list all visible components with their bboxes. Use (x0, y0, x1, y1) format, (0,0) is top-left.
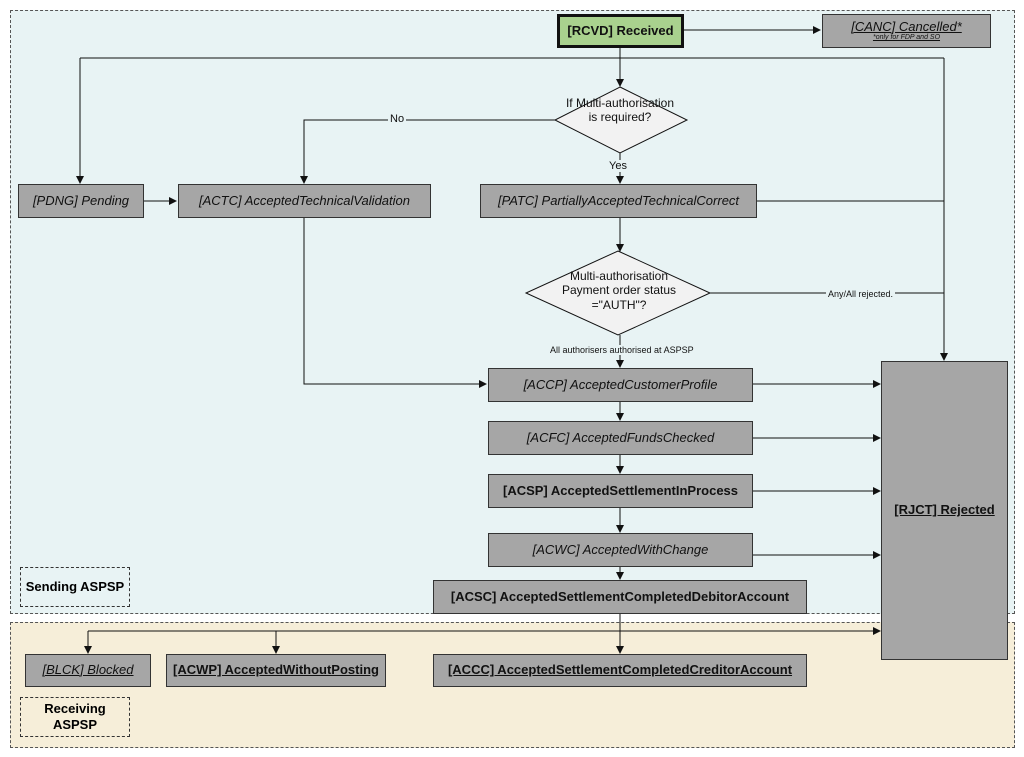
decision-multi-auth-status (524, 250, 712, 336)
node-acsc-label: [ACSC] AcceptedSettlementCompletedDebito… (450, 588, 790, 604)
decision-multi-auth-required-text: If Multi-authorisation is required? (565, 96, 675, 125)
sending-aspsp-region (10, 10, 1015, 614)
node-received: [RCVD] Received (557, 14, 684, 48)
node-acwp-label: [ACWP] AcceptedWithoutPosting (173, 662, 379, 678)
node-accc-label: [ACCC] AcceptedSettlementCompletedCredit… (447, 662, 793, 678)
edge-label-authorised: All authorisers authorised at ASPSP (550, 345, 694, 355)
node-accepted-funds-checked: [ACFC] AcceptedFundsChecked (488, 421, 753, 455)
node-acfc-label: [ACFC] AcceptedFundsChecked (526, 429, 715, 445)
node-partially-accepted-technical-correct: [PATC] PartiallyAcceptedTechnicalCorrect (480, 184, 757, 218)
edge-label-yes: Yes (609, 160, 627, 172)
node-accepted-settlement-in-process: [ACSP] AcceptedSettlementInProcess (488, 474, 753, 508)
node-patc-label: [PATC] PartiallyAcceptedTechnicalCorrect (497, 192, 740, 208)
edge-actc-accp (303, 218, 487, 388)
decision-multi-auth-required (553, 86, 689, 154)
node-accepted-customer-profile: [ACCP] AcceptedCustomerProfile (488, 368, 753, 402)
node-accepted-with-change: [ACWC] AcceptedWithChange (488, 533, 753, 567)
node-acwc-label: [ACWC] AcceptedWithChange (532, 541, 709, 557)
node-cancelled-note: *only for FDP and SO (872, 34, 941, 42)
edge-label-rejected: Any/All rejected. (826, 289, 896, 299)
receiving-aspsp-label: Receiving ASPSP (20, 697, 130, 737)
decision-multi-auth-status-text: Multi-authorisation Payment order status… (561, 269, 677, 312)
node-cancelled-label: [CANC] Cancelled* (851, 18, 962, 34)
node-accp-label: [ACCP] AcceptedCustomerProfile (523, 376, 718, 392)
node-accepted-without-posting: [ACWP] AcceptedWithoutPosting (166, 654, 386, 687)
node-cancelled: [CANC] Cancelled* *only for FDP and SO (822, 14, 991, 48)
node-pending: [PDNG] Pending (18, 184, 144, 218)
node-accepted-settlement-completed-debitor: [ACSC] AcceptedSettlementCompletedDebito… (433, 580, 807, 614)
node-accepted-settlement-completed-creditor: [ACCC] AcceptedSettlementCompletedCredit… (433, 654, 807, 687)
node-received-label: [RCVD] Received (567, 22, 674, 38)
edge-label-no: No (388, 113, 407, 125)
edge-no-actc (300, 119, 555, 184)
node-acsp-label: [ACSP] AcceptedSettlementInProcess (502, 482, 739, 498)
node-rejected: [RJCT] Rejected (881, 361, 1008, 660)
node-actc-label: [ACTC] AcceptedTechnicalValidation (198, 192, 410, 208)
node-rjct-label: [RJCT] Rejected (894, 502, 995, 518)
sending-aspsp-label: Sending ASPSP (20, 567, 130, 607)
node-pending-label: [PDNG] Pending (32, 192, 130, 208)
node-blocked: [BLCK] Blocked (25, 654, 151, 687)
node-accepted-technical-validation: [ACTC] AcceptedTechnicalValidation (178, 184, 431, 218)
node-blck-label: [BLCK] Blocked (42, 662, 134, 678)
